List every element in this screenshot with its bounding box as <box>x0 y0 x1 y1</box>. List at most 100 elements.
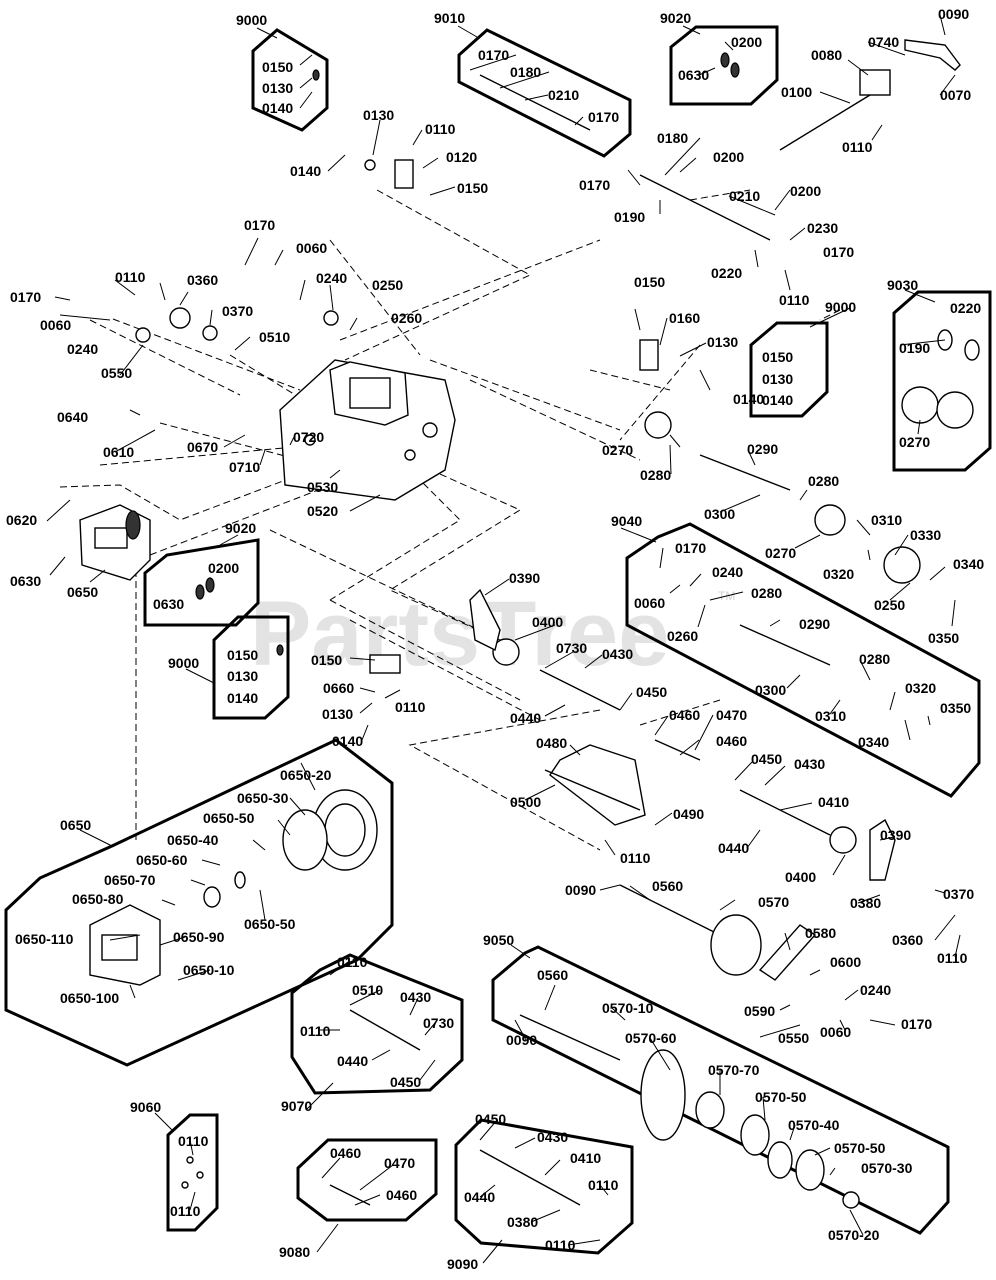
callout: 0100 <box>781 84 812 100</box>
callout: 0610 <box>103 444 134 460</box>
callout: 0070 <box>940 87 971 103</box>
callout: 0080 <box>811 47 842 63</box>
callout: 0230 <box>807 220 838 236</box>
callout: 0150 <box>311 652 342 668</box>
callout: 0110 <box>300 1023 331 1039</box>
callout: 0270 <box>899 434 930 450</box>
callout: 0320 <box>905 680 936 696</box>
callout: 0140 <box>290 163 321 179</box>
cover-0650-detail <box>89 789 378 986</box>
callout: 0340 <box>953 556 984 572</box>
callout: 0170 <box>478 47 509 63</box>
callout: 0570 <box>758 894 789 910</box>
callout: 0270 <box>602 442 633 458</box>
callout: 0450 <box>751 751 782 767</box>
group-box-9000-mid <box>749 321 829 418</box>
callout: 0320 <box>823 566 854 582</box>
callout: 0090 <box>938 6 969 22</box>
callout: 0380 <box>850 895 881 911</box>
callout: 0480 <box>536 735 567 751</box>
callout: 0150 <box>457 180 488 196</box>
callout: 0430 <box>794 756 825 772</box>
callout: 0650-60 <box>136 852 188 868</box>
callout: 0310 <box>815 708 846 724</box>
callout: 0430 <box>537 1129 568 1145</box>
callout: 0170 <box>675 540 706 556</box>
callout: 0310 <box>871 512 902 528</box>
callout: 0650-20 <box>280 767 332 783</box>
callout: 0110 <box>937 950 968 966</box>
callout: 0650-100 <box>60 990 119 1006</box>
group-box-9000-left <box>212 615 290 720</box>
callout: 0200 <box>731 34 762 50</box>
callout: 0110 <box>620 850 651 866</box>
group-box-9070 <box>290 953 464 1095</box>
callout: 0570-40 <box>788 1117 840 1133</box>
group-label-9030: 9030 <box>887 277 918 293</box>
sprockets-and-wheels <box>135 159 974 1209</box>
callout: 0630 <box>153 596 184 612</box>
group-label-9040: 9040 <box>611 513 642 529</box>
callout: 0130 <box>227 668 258 684</box>
callout: 0170 <box>588 109 619 125</box>
callout: 0130 <box>262 80 293 96</box>
callout: 0510 <box>259 329 290 345</box>
callout: 0650-90 <box>173 929 225 945</box>
callout: 0340 <box>858 734 889 750</box>
callout: 0360 <box>187 272 218 288</box>
callout: 0580 <box>805 925 836 941</box>
group-label-9070: 9070 <box>281 1098 312 1114</box>
callout: 0650-70 <box>104 872 156 888</box>
callout: 0150 <box>227 647 258 663</box>
callout: 0210 <box>548 87 579 103</box>
callout: 0250 <box>372 277 403 293</box>
callout: 0200 <box>208 560 239 576</box>
group-box-9040 <box>625 522 981 798</box>
callout: 0350 <box>928 630 959 646</box>
callout: 0270 <box>765 545 796 561</box>
callout: 0110 <box>337 954 368 970</box>
callout: 0150 <box>262 59 293 75</box>
callout: 0190 <box>899 340 930 356</box>
callout: 0240 <box>316 270 347 286</box>
group-label-9000-top: 9000 <box>236 12 267 28</box>
callout: 0620 <box>6 512 37 528</box>
callout: 0560 <box>652 878 683 894</box>
callout: 0430 <box>602 646 633 662</box>
callout: 0740 <box>868 34 899 50</box>
callout: 0650-30 <box>237 790 289 806</box>
callout: 0590 <box>744 1003 775 1019</box>
callout: 0170 <box>901 1016 932 1032</box>
callout: 0300 <box>704 506 735 522</box>
callout: 0290 <box>747 441 778 457</box>
callout: 0470 <box>716 707 747 723</box>
callout: 0460 <box>330 1145 361 1161</box>
group-box-9020-left <box>143 538 260 627</box>
callout: 0570-70 <box>708 1062 760 1078</box>
callout: 0650-50 <box>203 810 255 826</box>
callout: 0360 <box>892 932 923 948</box>
callout: 0170 <box>579 177 610 193</box>
callout: 0450 <box>475 1111 506 1127</box>
callout: 0110 <box>395 699 426 715</box>
group-box-9030 <box>892 290 992 472</box>
group-box-9000-top <box>251 28 329 132</box>
callout: 0110 <box>545 1237 576 1253</box>
callout: 0210 <box>729 188 760 204</box>
callout: 0130 <box>322 706 353 722</box>
callout: 0140 <box>733 391 764 407</box>
callout: 0250 <box>874 597 905 613</box>
callout: 0110 <box>170 1203 201 1219</box>
callout: 0140 <box>262 100 293 116</box>
callout: 0430 <box>400 989 431 1005</box>
callout: 0530 <box>307 479 338 495</box>
callout: 0130 <box>363 107 394 123</box>
callout: 0150 <box>762 349 793 365</box>
callout: 0650-10 <box>183 962 235 978</box>
drive-chains <box>469 588 896 981</box>
group-box-9050 <box>491 945 950 1235</box>
callout: 0240 <box>860 982 891 998</box>
callout: 0140 <box>762 392 793 408</box>
callout: 0390 <box>509 570 540 586</box>
